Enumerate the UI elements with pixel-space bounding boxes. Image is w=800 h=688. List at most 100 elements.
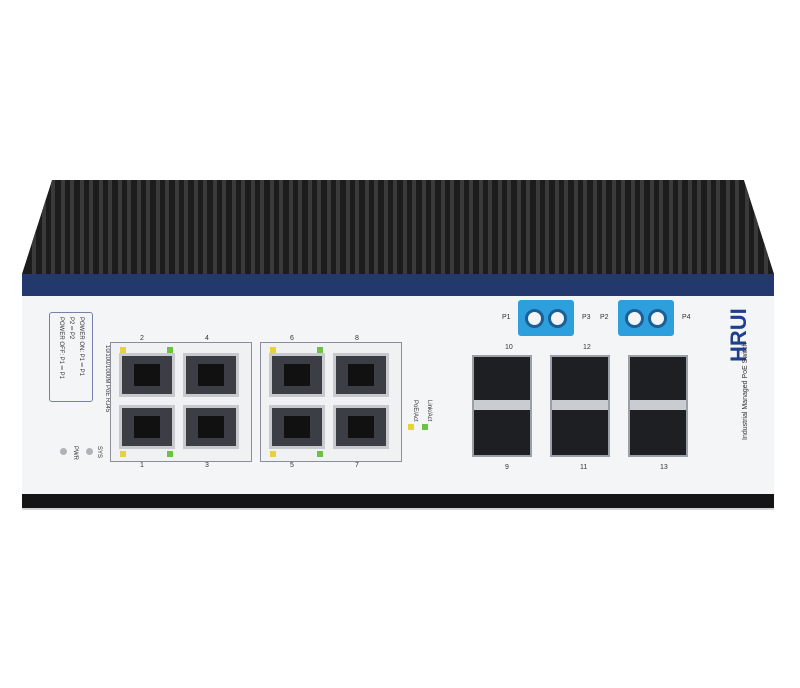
port-number: 3 (205, 462, 209, 469)
legend-led (422, 424, 428, 430)
sfp-number: 13 (660, 464, 668, 471)
heatsink-fin (668, 180, 673, 274)
pwr-led (60, 448, 67, 455)
port-led (317, 347, 323, 353)
fiber-hole (525, 309, 544, 328)
heatsink-fin (32, 180, 36, 274)
heatsink-fin (697, 180, 701, 274)
heatsink-fin (393, 180, 397, 274)
heatsink-fin (336, 180, 340, 274)
heatsink-fin (554, 180, 559, 274)
rj45-port-8[interactable] (333, 353, 389, 397)
heatsink-fin (735, 180, 739, 274)
legend-label: Link/Act (426, 400, 432, 422)
sys-led (86, 448, 93, 455)
heatsink-fin (317, 180, 321, 274)
lc-connector-2[interactable] (618, 300, 674, 336)
lc-label: P1 (502, 314, 511, 321)
lc-connector-1[interactable] (518, 300, 574, 336)
fiber-hole (548, 309, 567, 328)
rj45-port-7[interactable] (333, 405, 389, 449)
rj45-port-4[interactable] (183, 353, 239, 397)
sfp-cage-2[interactable] (550, 355, 610, 457)
sfp-number: 10 (505, 344, 513, 351)
rj45-bank-2 (260, 342, 402, 462)
heatsink-fin (640, 180, 644, 274)
rj45-port-2[interactable] (119, 353, 175, 397)
heatsink-fin (70, 180, 74, 274)
legend-label: PoE/Act (412, 400, 418, 422)
lc-label: P2 (600, 314, 609, 321)
port-led (167, 347, 173, 353)
heatsink-fin (469, 180, 473, 274)
heatsink-fin (89, 180, 93, 274)
heatsink-fin (488, 180, 492, 274)
port-led (317, 451, 323, 457)
lc-label: P4 (682, 314, 691, 321)
heatsink-fin (611, 180, 616, 274)
heatsink-fin (51, 180, 55, 274)
heatsink-fin (241, 180, 245, 274)
port-number: 8 (355, 335, 359, 342)
rj45-port-3[interactable] (183, 405, 239, 449)
port-number: 6 (290, 335, 294, 342)
heatsink-fin (678, 180, 682, 274)
heatsink-fin (725, 180, 730, 274)
power-label-box: POWER ON: P1 ═ P1 P2 ═ P2 POWER OFF: P1 … (49, 312, 93, 402)
heatsink-fin (659, 180, 663, 274)
heatsink-fin (621, 180, 625, 274)
heatsink-fin (222, 180, 226, 274)
port-number: 4 (205, 335, 209, 342)
port-number: 5 (290, 462, 294, 469)
heatsink-fin (127, 180, 131, 274)
heatsink-fin (402, 180, 407, 274)
rj45-port-6[interactable] (269, 353, 325, 397)
power-label-3: POWER OFF: P1 ═ P1 (58, 317, 64, 379)
rj45-port-5[interactable] (269, 405, 325, 449)
heatsink-fin (763, 180, 768, 274)
base-plate (22, 494, 774, 508)
heatsink-fin (535, 180, 540, 274)
heatsink-fin (193, 180, 198, 274)
heatsink-fin (573, 180, 578, 274)
heatsink-fin (459, 180, 464, 274)
heatsink-fin (136, 180, 141, 274)
heatsink-fin (184, 180, 188, 274)
heatsink-fin (165, 180, 169, 274)
heatsink-fin (545, 180, 549, 274)
power-label-2: P2 ═ P2 (68, 317, 74, 340)
heatsink-fin (630, 180, 635, 274)
sfp-cage-1[interactable] (472, 355, 532, 457)
port-led (270, 451, 276, 457)
sfp-cage-3[interactable] (628, 355, 688, 457)
port-number: 1 (140, 462, 144, 469)
heatsink-fin (507, 180, 511, 274)
port-led (167, 451, 173, 457)
rj45-bank-1 (110, 342, 252, 462)
heatsink-fin (260, 180, 264, 274)
heatsink-fin (326, 180, 331, 274)
heatsink-fin (146, 180, 150, 274)
rj45-port-1[interactable] (119, 405, 175, 449)
sfp-number: 11 (580, 464, 588, 471)
heatsink-fin (203, 180, 207, 274)
heatsink-fin (212, 180, 217, 274)
heatsink-fin (307, 180, 312, 274)
heatsink-fin (516, 180, 521, 274)
port-led (120, 451, 126, 457)
heatsink-fin (716, 180, 720, 274)
heatsink-fin (383, 180, 388, 274)
heatsink-fin (155, 180, 160, 274)
heatsink-fin (421, 180, 426, 274)
lc-label: P3 (582, 314, 591, 321)
heatsink-fin (754, 180, 758, 274)
heatsink-fin (117, 180, 122, 274)
heatsink (22, 180, 774, 274)
heatsink-fin (440, 180, 445, 274)
heatsink-fin (41, 180, 46, 274)
heatsink-fin (279, 180, 283, 274)
heatsink-fin (79, 180, 84, 274)
sys-label: SYS (96, 446, 102, 459)
port-led (270, 347, 276, 353)
